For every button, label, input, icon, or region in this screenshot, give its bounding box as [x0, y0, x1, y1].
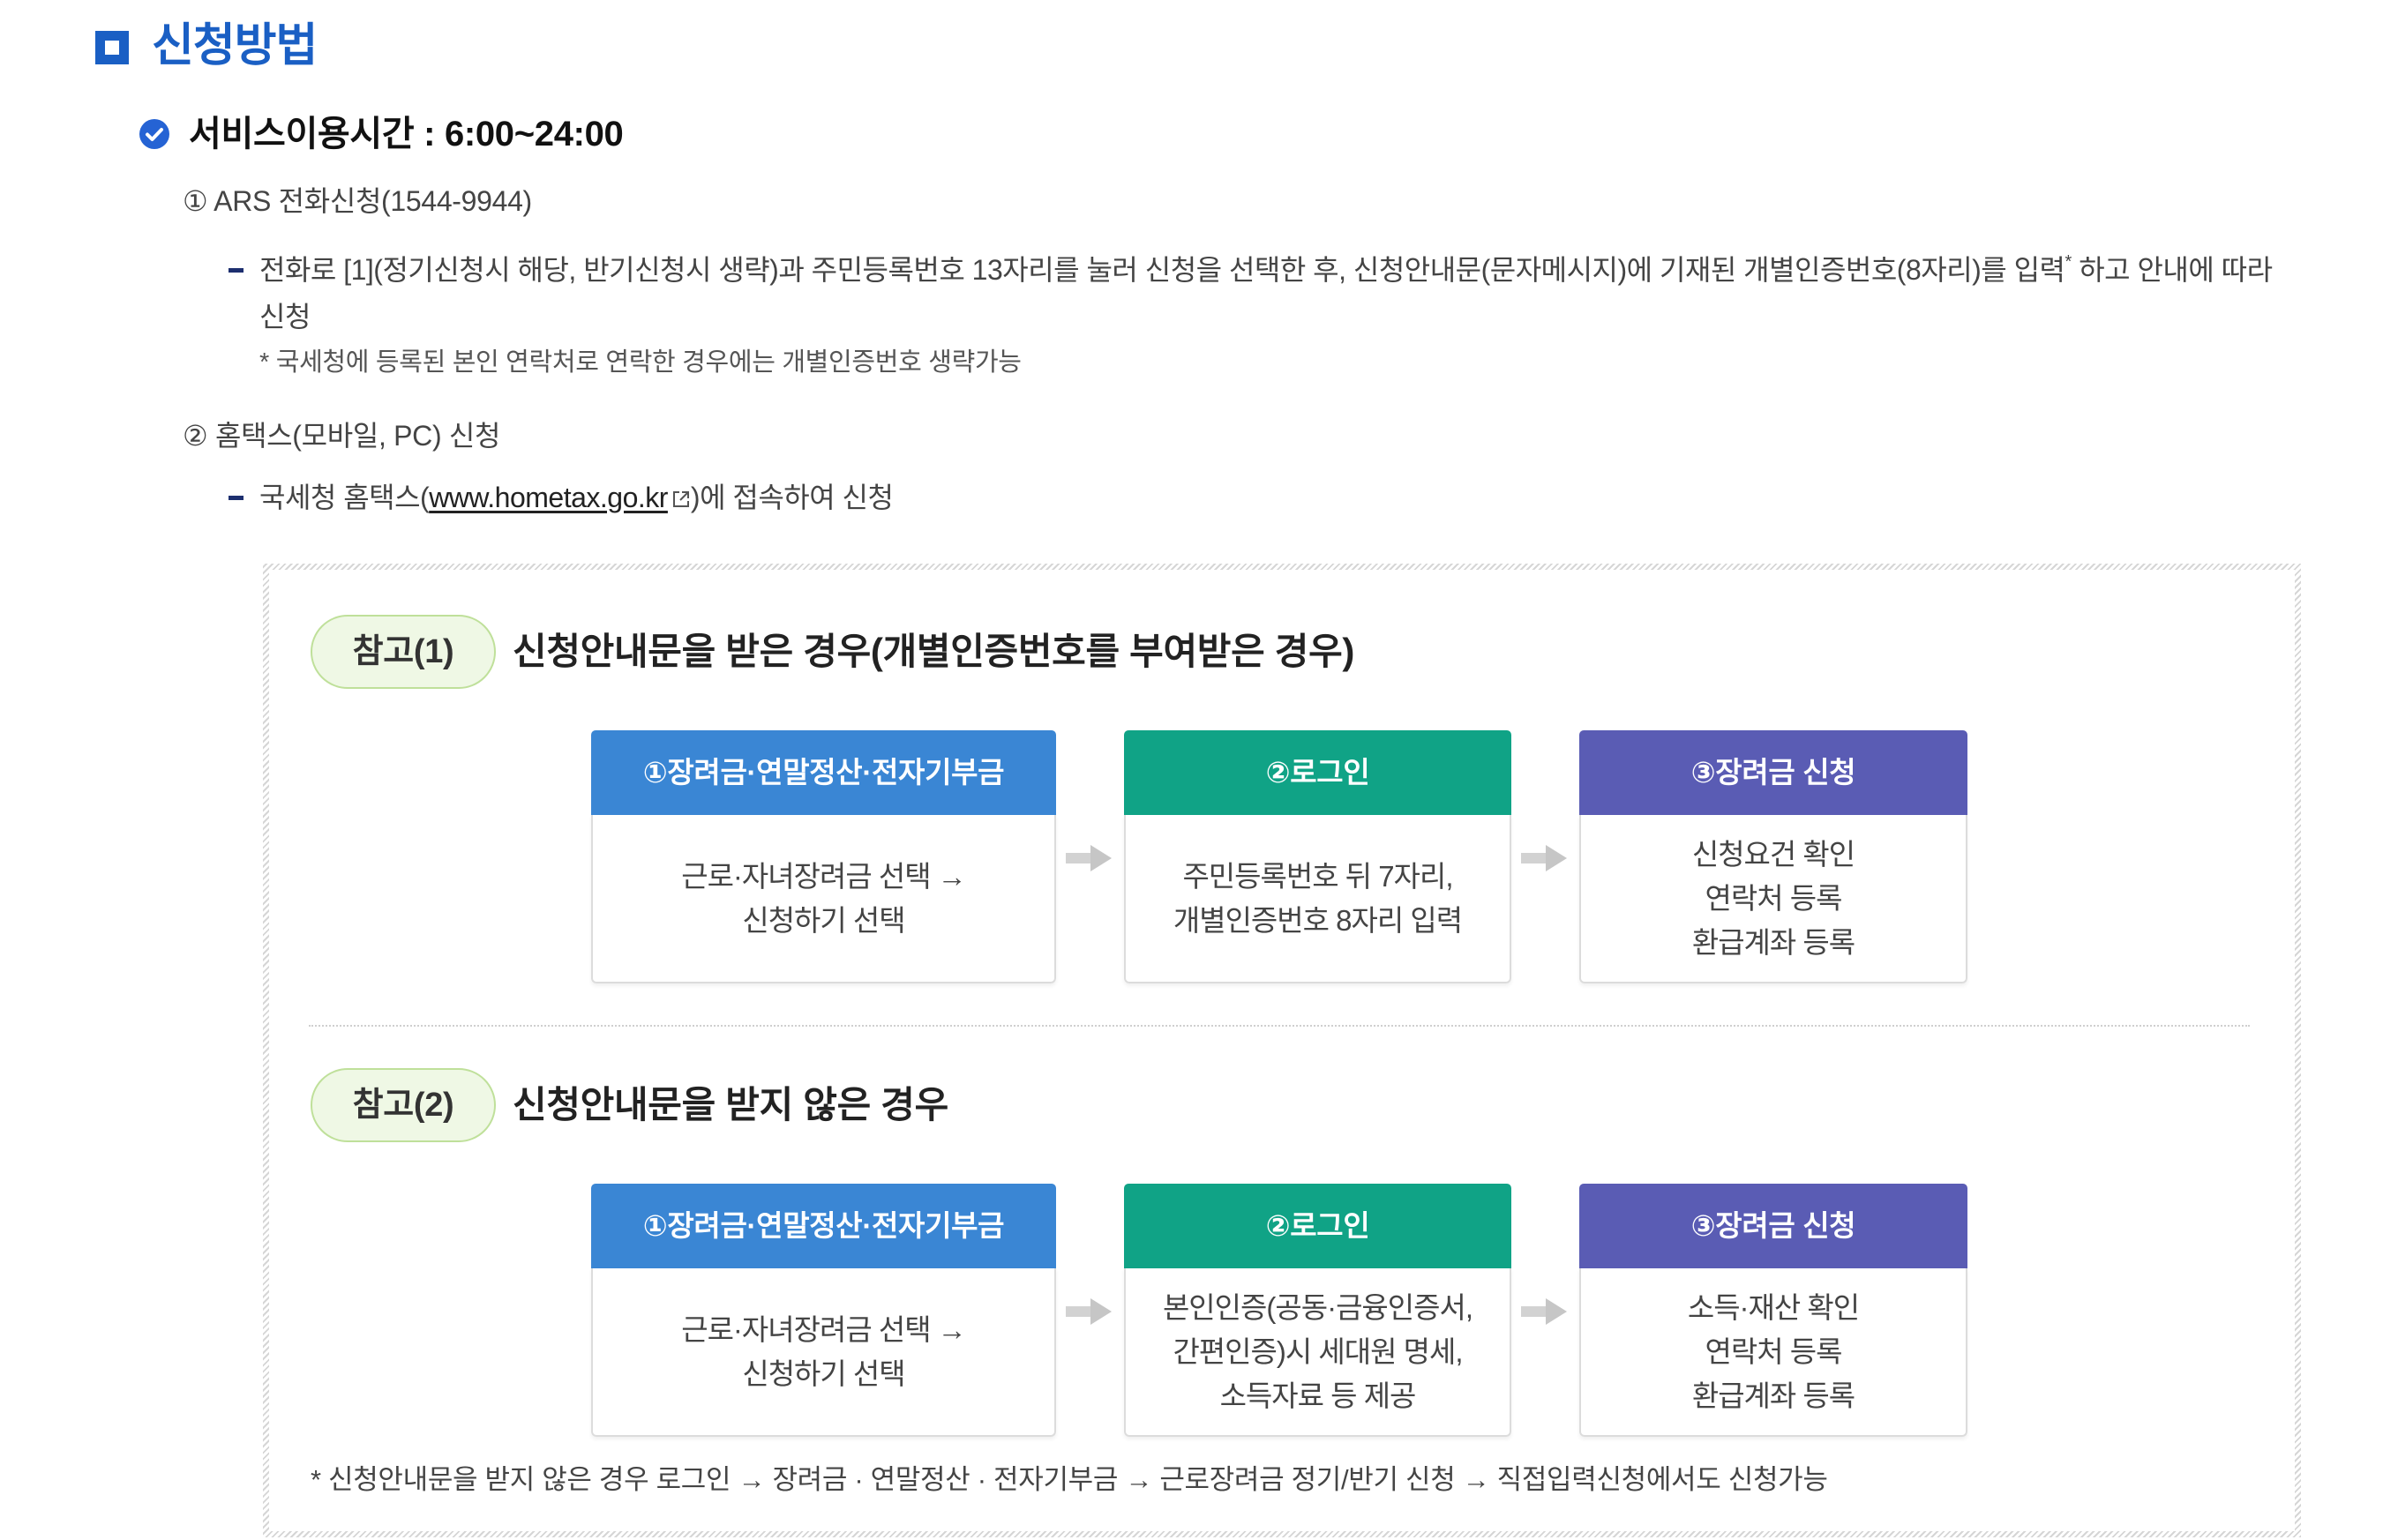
reference-2-steps: ①장려금·연말정산·전자기부금 근로·자녀장려금 선택 → 신청하기 선택 ②로…: [269, 1184, 2295, 1437]
method-ars-note: * 국세청에 등록된 본인 연락처로 연락한 경우에는 개별인증번호 생략가능: [259, 348, 1022, 377]
step-card-3: ③장려금 신청 신청요건 확인 연락처 등록 환급계좌 등록: [1579, 730, 1967, 983]
dotted-divider: [309, 1025, 2250, 1027]
method-ars-detail: 전화로 [1](정기신청시 해당, 반기신청시 생략)과 주민등록번호 13자리…: [183, 247, 2300, 340]
reference-2-badge: 참고(2): [311, 1068, 496, 1142]
step-card-body: 소득·재산 확인 연락처 등록 환급계좌 등록: [1579, 1268, 1967, 1437]
step-card-header: ③장려금 신청: [1579, 730, 1967, 815]
step-line: 개별인증번호 8자리 입력: [1173, 903, 1463, 937]
step-card-header: ②로그인: [1124, 730, 1511, 815]
step-card-header: ①장려금·연말정산·전자기부금: [591, 1184, 1056, 1268]
step-line: 간편인증)시 세대원 명세,: [1173, 1334, 1463, 1368]
arrow-right-icon: [1066, 1298, 1112, 1325]
hometax-prefix: 국세청 홈택스(: [259, 482, 430, 513]
square-bullet-icon: [95, 31, 129, 64]
reference-1: 참고(1) 신청안내문을 받은 경우(개별인증번호를 부여받은 경우) ①장려금…: [269, 615, 2295, 985]
method-hometax-label: ② 홈택스(모바일, PC) 신청: [183, 420, 501, 452]
step-card-body: 신청요건 확인 연락처 등록 환급계좌 등록: [1579, 815, 1967, 983]
hometax-suffix: )에 접속하여 신청: [690, 482, 894, 513]
check-circle-icon: [139, 119, 169, 149]
reference-box: 참고(1) 신청안내문을 받은 경우(개별인증번호를 부여받은 경우) ①장려금…: [263, 564, 2301, 1537]
external-link-icon[interactable]: [671, 490, 691, 509]
dash-bullet: [229, 268, 244, 273]
arrow-right-icon: [1066, 845, 1112, 871]
service-hours-heading: 서비스이용시간 : 6:00~24:00: [189, 115, 624, 153]
method-hometax-detail: 국세청 홈택스(www.hometax.go.kr )에 접속하여 신청: [183, 475, 2300, 521]
arrow-right-icon: [1521, 1298, 1567, 1325]
step-line: 신청하기 선택: [742, 1357, 905, 1390]
step-card-header: ①장려금·연말정산·전자기부금: [591, 730, 1056, 815]
reference-1-title: 신청안내문을 받은 경우(개별인증번호를 부여받은 경우): [513, 631, 1355, 672]
method-ars-detail-line1: 전화로 [1](정기신청시 해당, 반기신청시 생략)과 주민등록번호 13자리…: [259, 254, 2065, 286]
step-line: 소득·재산 확인: [1687, 1290, 1860, 1324]
arrow-right-icon: [1521, 845, 1567, 871]
step-card-header: ②로그인: [1124, 1184, 1511, 1268]
step-card-body: 근로·자녀장려금 선택 → 신청하기 선택: [591, 815, 1056, 983]
application-methods: ① ARS 전화신청(1544-9944) 전화로 [1](정기신청시 해당, …: [183, 182, 2300, 521]
step-card-2: ②로그인 본인인증(공동·금융인증서, 간편인증)시 세대원 명세, 소득자료 …: [1124, 1184, 1511, 1437]
reference-footnote: * 신청안내문을 받지 않은 경우 로그인 → 장려금 · 연말정산 · 전자기…: [311, 1464, 1828, 1495]
step-line: 본인인증(공동·금융인증서,: [1162, 1290, 1473, 1324]
step-card-3: ③장려금 신청 소득·재산 확인 연락처 등록 환급계좌 등록: [1579, 1184, 1967, 1437]
step-card-body: 주민등록번호 뒤 7자리, 개별인증번호 8자리 입력: [1124, 815, 1511, 983]
hometax-link[interactable]: www.hometax.go.kr: [429, 482, 668, 513]
step-line: 근로·자녀장려금 선택 →: [681, 859, 967, 893]
footnote-mark: *: [2065, 252, 2072, 272]
step-line: 신청하기 선택: [742, 903, 905, 937]
step-card-1: ①장려금·연말정산·전자기부금 근로·자녀장려금 선택 → 신청하기 선택: [591, 730, 1056, 983]
reference-2: 참고(2) 신청안내문을 받지 않은 경우 ①장려금·연말정산·전자기부금 근로…: [269, 1068, 2295, 1439]
step-card-1: ①장려금·연말정산·전자기부금 근로·자녀장려금 선택 → 신청하기 선택: [591, 1184, 1056, 1437]
step-line: 연락처 등록: [1705, 1334, 1843, 1368]
step-line: 연락처 등록: [1705, 881, 1843, 915]
step-line: 주민등록번호 뒤 7자리,: [1182, 859, 1453, 893]
step-card-body: 본인인증(공동·금융인증서, 간편인증)시 세대원 명세, 소득자료 등 제공: [1124, 1268, 1511, 1437]
reference-1-steps: ①장려금·연말정산·전자기부금 근로·자녀장려금 선택 → 신청하기 선택 ②로…: [269, 730, 2295, 983]
step-line: 근로·자녀장려금 선택 →: [681, 1312, 967, 1346]
step-line: 환급계좌 등록: [1691, 1379, 1855, 1412]
step-card-body: 근로·자녀장려금 선택 → 신청하기 선택: [591, 1268, 1056, 1437]
step-line: 환급계좌 등록: [1691, 925, 1855, 959]
step-line: 신청요건 확인: [1691, 837, 1855, 871]
reference-1-badge: 참고(1): [311, 615, 496, 689]
step-card-2: ②로그인 주민등록번호 뒤 7자리, 개별인증번호 8자리 입력: [1124, 730, 1511, 983]
reference-2-title: 신청안내문을 받지 않은 경우: [513, 1084, 948, 1125]
section-title: 신청방법: [152, 20, 318, 71]
method-ars-detail-line2: 하고 안내에 따라 신청: [259, 254, 2273, 333]
step-line: 소득자료 등 제공: [1219, 1379, 1417, 1412]
dash-bullet: [229, 496, 244, 500]
method-ars-label: ① ARS 전화신청(1544-9944): [183, 185, 532, 217]
step-card-header: ③장려금 신청: [1579, 1184, 1967, 1268]
